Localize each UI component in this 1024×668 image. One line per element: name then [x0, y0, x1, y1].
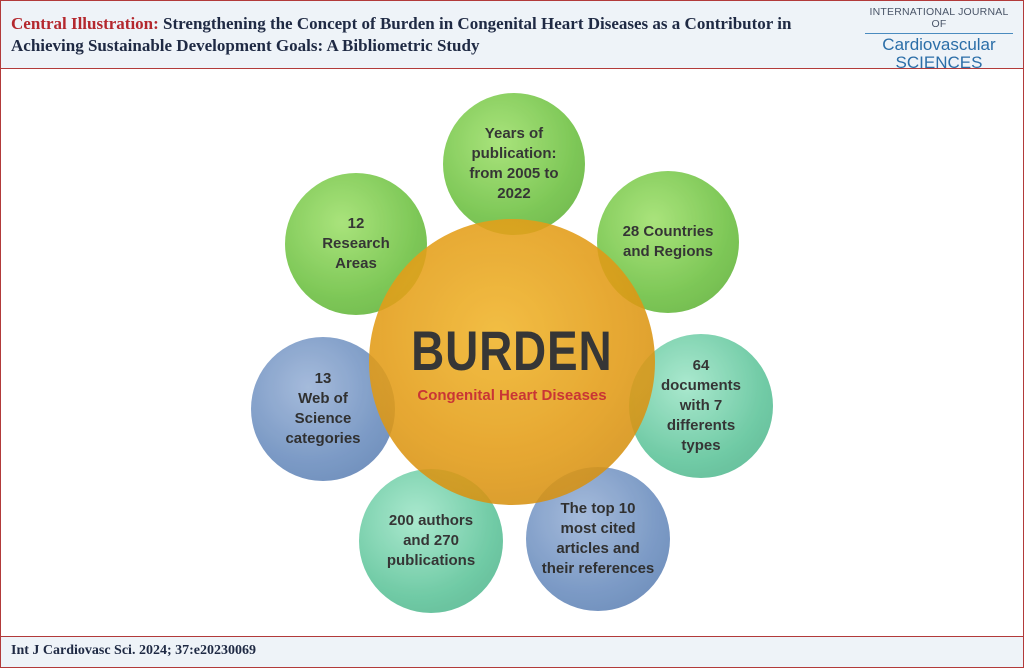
node-authors-label: 200 authors and 270 publications: [386, 512, 476, 569]
node-years-label: Years of publication: from 2005 to 2022: [469, 125, 559, 202]
journal-logo-name1: Cardiovascular: [882, 35, 996, 54]
page-title: Central Illustration: Strengthening the …: [11, 13, 851, 57]
citation: Int J Cardiovasc Sci. 2024; 37:e20230069: [11, 643, 256, 658]
title-lead: Central Illustration:: [11, 14, 159, 33]
center-subtitle: Congenital Heart Diseases: [417, 386, 607, 404]
center-node: BURDEN Congenital Heart Diseases: [369, 219, 655, 505]
node-documents-label: 64 documents with 7 differents types: [660, 357, 741, 454]
node-years: Years of publication: from 2005 to 2022: [443, 93, 585, 235]
node-countries-label: 28 Countries and Regions: [622, 223, 714, 260]
center-title: BURDEN: [411, 318, 613, 382]
journal-logo-top: INTERNATIONAL JOURNAL OF: [865, 6, 1013, 34]
node-top-cited-label: The top 10 most cited articles and their…: [541, 500, 655, 577]
footer: Int J Cardiovasc Sci. 2024; 37:e20230069: [1, 636, 1023, 667]
title-text: Strengthening the Concept of Burden in C…: [11, 14, 792, 55]
header: Central Illustration: Strengthening the …: [1, 1, 1023, 72]
node-countries: 28 Countries and Regions: [597, 171, 739, 313]
diagram-stage: Years of publication: from 2005 to 2022 …: [1, 69, 1023, 637]
journal-logo-name2: SCIENCES: [895, 53, 983, 72]
node-research-label: 12 Research Areas: [322, 215, 390, 272]
journal-logo: INTERNATIONAL JOURNAL OF Cardiovascular …: [865, 6, 1013, 72]
node-wos-label: 13 Web of Science categories: [285, 370, 361, 447]
